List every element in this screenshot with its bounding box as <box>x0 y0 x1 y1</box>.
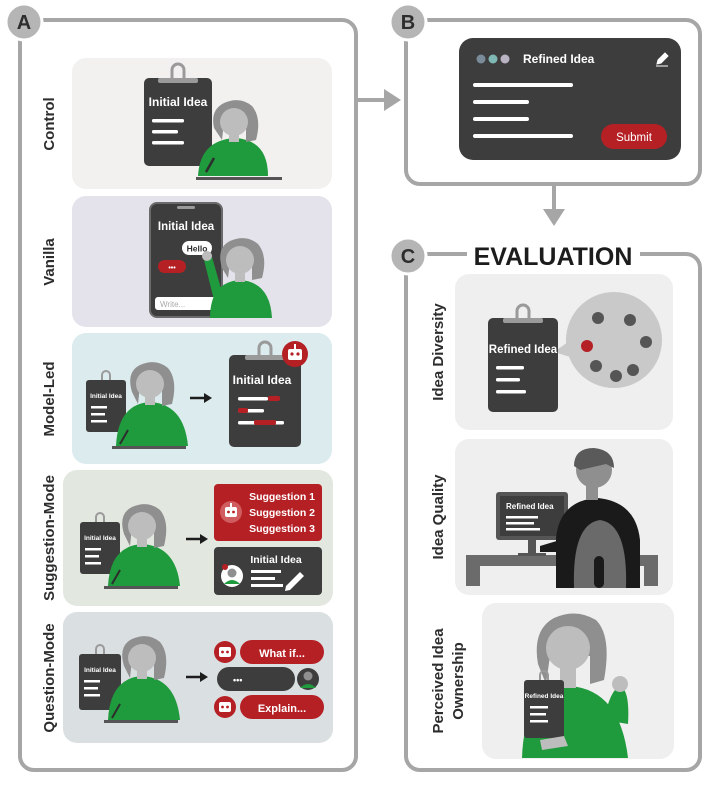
vanilla-card-title: Initial Idea <box>158 221 215 233</box>
model-led-right-title: Initial Idea <box>233 373 292 387</box>
ownership-card-title: Refined Idea <box>525 693 564 700</box>
ownership-label-line1: Perceived Idea <box>430 628 447 734</box>
input-placeholder: Write... <box>160 300 185 309</box>
clipboard-icon <box>524 680 564 738</box>
suggestion-1: Suggestion 1 <box>249 491 315 503</box>
robot-icon <box>219 647 231 657</box>
panel-a: A Control Initial Idea <box>4 2 358 772</box>
pencil-icon <box>656 52 669 67</box>
model-led-left-title: Initial Idea <box>90 393 122 400</box>
badge-c-letter: C <box>401 246 415 268</box>
quality-card-title: Refined Idea <box>506 502 554 511</box>
question-bubble-2: Explain... <box>214 695 324 719</box>
idea-diversity-label: Idea Diversity <box>430 303 447 401</box>
evaluator-person-icon <box>540 448 640 588</box>
person-writing-icon <box>104 636 180 723</box>
ownership-label-line2: Ownership <box>450 642 467 720</box>
question-2-text: Explain... <box>258 703 306 715</box>
monitor-icon: Refined Idea <box>496 492 568 556</box>
pencil-icon <box>285 572 304 591</box>
evaluation-title: EVALUATION <box>474 243 633 271</box>
suggestion-idea-title: Initial Idea <box>250 554 302 566</box>
window-dot-icon <box>476 54 486 64</box>
idea-card: Initial Idea <box>214 547 322 595</box>
suggestion-2: Suggestion 2 <box>249 507 315 519</box>
person-writing-icon <box>196 100 282 180</box>
robot-icon <box>282 341 308 367</box>
condition-vanilla: Vanilla Initial Idea Hello ••• Write... <box>41 196 332 327</box>
refined-idea-window: Refined Idea Submit <box>459 38 681 160</box>
eval-ownership: Perceived Idea Ownership Refined Idea <box>430 603 674 759</box>
ai-edited-clipboard-icon: Initial Idea <box>229 340 301 447</box>
control-card-title: Initial Idea <box>149 95 208 109</box>
submit-label: Submit <box>616 132 653 144</box>
user-reply-bubble: ••• <box>217 667 319 691</box>
robot-icon <box>225 507 237 517</box>
diversity-circle <box>566 292 662 388</box>
clipboard-icon: Initial Idea <box>79 644 121 710</box>
condition-suggestion-mode: Suggestion-Mode Initial Idea <box>41 470 333 606</box>
suggestion-3: Suggestion 3 <box>249 523 315 535</box>
idea-quality-label: Idea Quality <box>430 474 447 560</box>
arrow-right-icon <box>186 672 208 682</box>
submit-button[interactable] <box>601 124 667 149</box>
arrow-right-icon <box>186 534 208 544</box>
badge-b-letter: B <box>401 12 415 34</box>
robot-icon <box>219 702 231 712</box>
panel-c: C EVALUATION Idea Diversity Refined Idea <box>388 236 702 772</box>
suggestions-box: Suggestion 1 Suggestion 2 Suggestion 3 <box>214 484 322 541</box>
condition-control: Control Initial Idea <box>41 58 332 189</box>
badge-a <box>4 2 44 42</box>
question-card-title: Initial Idea <box>84 667 116 674</box>
panel-b: B Refined Idea Submit <box>388 2 702 186</box>
condition-model-led: Model-Led Initial Idea <box>41 333 332 464</box>
suggestion-left-title: Initial Idea <box>84 535 116 542</box>
person-waving-icon <box>202 238 272 318</box>
question-bubble-1: What if... <box>214 640 324 664</box>
window-title: Refined Idea <box>523 52 595 66</box>
clipboard-icon: Initial Idea <box>144 62 212 166</box>
condition-question-mode: Question-Mode Initial Idea <box>41 612 333 743</box>
hello-bubble-text: Hello <box>187 244 208 254</box>
badge-a-letter: A <box>17 12 31 34</box>
eval-idea-quality: Idea Quality Refined Idea <box>430 439 673 595</box>
window-dot-icon <box>500 54 510 64</box>
person-writing-icon <box>104 504 180 589</box>
arrow-a-to-b <box>358 89 401 111</box>
arrow-right-icon <box>190 393 212 403</box>
user-reply-dots: ••• <box>233 675 242 685</box>
badge-c <box>388 236 428 276</box>
badge-b <box>388 2 428 42</box>
left-clipboard-icon: Initial Idea <box>86 370 126 432</box>
person-holding-idea-icon: Refined Idea <box>522 613 629 758</box>
ai-typing-dots: ••• <box>168 265 176 272</box>
control-label: Control <box>41 97 58 150</box>
person-writing-icon <box>112 362 188 449</box>
window-dot-icon <box>488 54 498 64</box>
diversity-card-title: Refined Idea <box>489 344 558 356</box>
chair-icon <box>573 520 627 588</box>
left-clipboard-icon: Initial Idea <box>80 512 120 574</box>
question-1-text: What if... <box>259 648 305 660</box>
question-mode-label: Question-Mode <box>41 623 58 732</box>
vanilla-label: Vanilla <box>41 238 58 286</box>
arrow-b-to-c <box>543 186 565 226</box>
model-led-label: Model-Led <box>41 362 58 437</box>
eval-idea-diversity: Idea Diversity Refined Idea <box>430 274 673 430</box>
fist-icon <box>612 676 628 692</box>
phone-chat-icon: Initial Idea Hello ••• Write... <box>149 202 223 318</box>
clipboard-icon: Refined Idea <box>488 303 558 412</box>
suggestion-mode-label: Suggestion-Mode <box>41 475 58 601</box>
